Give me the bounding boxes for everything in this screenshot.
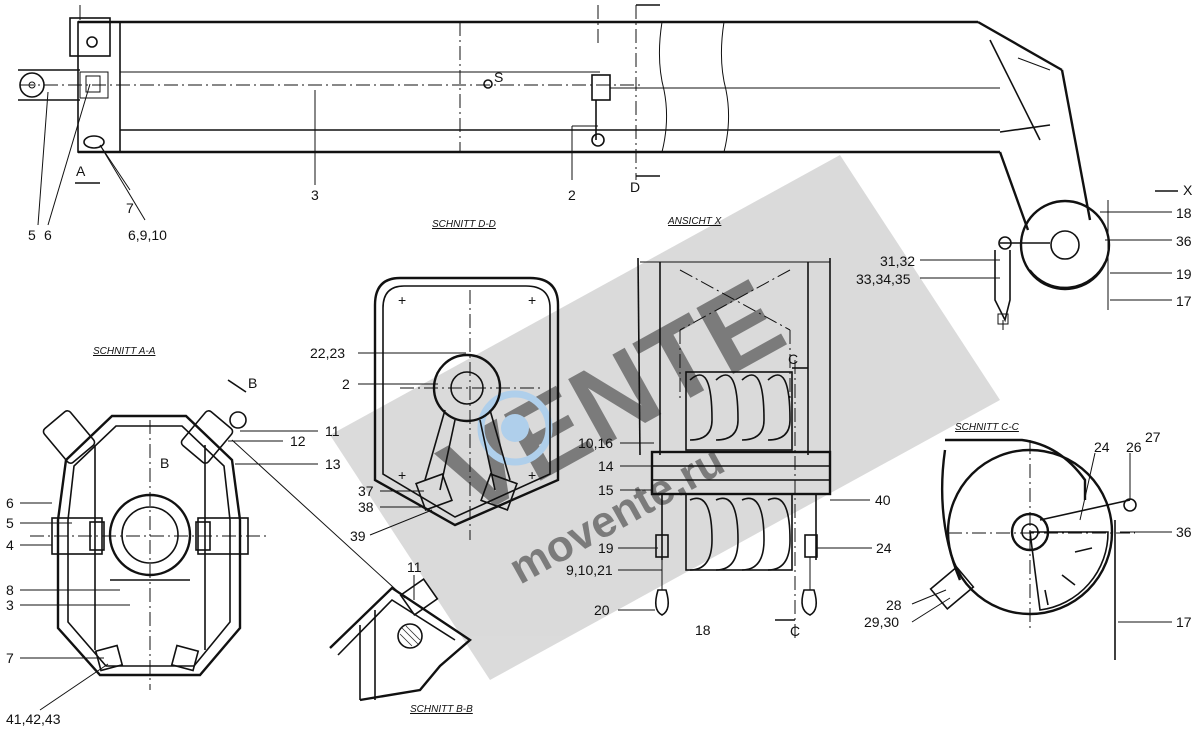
label-12: 12: [290, 433, 306, 449]
label-38: 38: [358, 499, 374, 515]
label-28: 28: [886, 597, 902, 613]
section-aa: B B: [20, 375, 406, 711]
label-31-32: 31,32: [880, 253, 915, 269]
label-19-x: 19: [598, 540, 614, 556]
section-dd: + + + +: [358, 276, 560, 540]
label-18-top: 18: [1176, 205, 1192, 221]
label-11-bb: 11: [407, 559, 422, 575]
section-cc: [911, 438, 1172, 660]
label-27: 27: [1145, 429, 1161, 445]
label-5: 5: [28, 227, 36, 243]
main-boom-view: S A D X: [18, 4, 1193, 330]
mark-x: X: [1183, 182, 1193, 198]
mark-b-mid: B: [160, 455, 169, 471]
label-2-top: 2: [568, 187, 576, 203]
mark-d: D: [630, 179, 640, 195]
label-37: 37: [358, 483, 374, 499]
svg-text:+: +: [528, 467, 536, 483]
section-titles: SCHNITT D-D ANSICHT X SCHNITT A-A SCHNIT…: [93, 216, 1020, 715]
label-6-9-10: 6,9,10: [128, 227, 167, 243]
title-schnitt-aa: SCHNITT A-A: [93, 346, 156, 357]
label-2-dd: 2: [342, 376, 350, 392]
label-20: 20: [594, 602, 610, 618]
label-24-x: 24: [876, 540, 892, 556]
label-18-x: 18: [695, 622, 711, 638]
label-24-cc: 24: [1094, 439, 1110, 455]
label-11-aa: 11: [325, 423, 340, 439]
label-6-aa: 6: [6, 495, 14, 511]
label-3-top: 3: [311, 187, 319, 203]
label-4: 4: [6, 537, 14, 553]
label-7: 7: [126, 200, 134, 216]
title-schnitt-cc: SCHNITT C-C: [955, 422, 1020, 433]
label-13: 13: [325, 456, 341, 472]
mark-a: A: [76, 163, 86, 179]
mark-b-top: B: [248, 375, 257, 391]
label-5-aa: 5: [6, 515, 14, 531]
label-7-aa: 7: [6, 650, 14, 666]
label-39: 39: [350, 528, 366, 544]
label-15: 15: [598, 482, 614, 498]
label-29-30: 29,30: [864, 614, 899, 630]
label-22-23: 22,23: [310, 345, 345, 361]
title-ansicht-x: ANSICHT X: [667, 216, 722, 227]
mark-s: S: [494, 69, 503, 85]
label-9-10-21: 9,10,21: [566, 562, 613, 578]
label-14: 14: [598, 458, 614, 474]
label-41-42-43: 41,42,43: [6, 711, 61, 727]
label-36-cc: 36: [1176, 524, 1192, 540]
title-schnitt-bb: SCHNITT B-B: [410, 704, 473, 715]
label-6: 6: [44, 227, 52, 243]
label-10-16: 10,16: [578, 435, 613, 451]
label-40: 40: [875, 492, 891, 508]
label-3-aa: 3: [6, 597, 14, 613]
label-19-top: 19: [1176, 266, 1192, 282]
label-33-34-35: 33,34,35: [856, 271, 911, 287]
title-schnitt-dd: SCHNITT D-D: [432, 219, 496, 230]
label-26: 26: [1126, 439, 1142, 455]
view-x: C C: [618, 257, 872, 640]
part-labels: 5 6 7 6,9,10 3 2 18 36 31,32 33,34,35 19…: [6, 187, 1192, 727]
svg-text:+: +: [398, 467, 406, 483]
label-17-cc: 17: [1176, 614, 1192, 630]
mark-c-top: C: [788, 351, 798, 367]
label-36-top: 36: [1176, 233, 1192, 249]
svg-text:+: +: [528, 292, 536, 308]
section-bb: [329, 575, 472, 702]
label-8: 8: [6, 582, 14, 598]
svg-text:+: +: [398, 292, 406, 308]
label-17-top: 17: [1176, 293, 1192, 309]
